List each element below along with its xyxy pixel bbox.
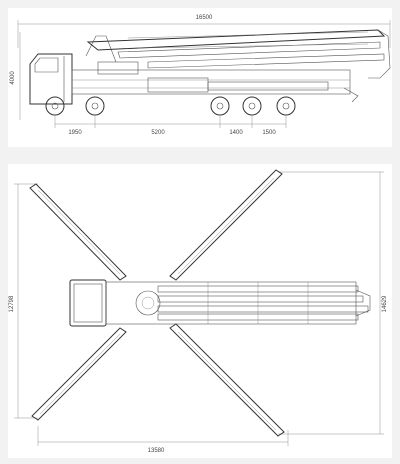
boom-section-top-3 (157, 305, 369, 313)
boom-tip-top (355, 289, 371, 317)
right-width-label: 14629 (382, 295, 388, 312)
span-height-label: 12798 (9, 295, 15, 312)
axle-spacing-1: 1950 (68, 130, 82, 136)
cab-window (34, 57, 59, 73)
truck-body-top (105, 281, 357, 325)
wheel-second (85, 96, 105, 116)
axle-spacing-2: 5200 (151, 130, 165, 136)
span-length-label: 13580 (148, 448, 165, 454)
outrigger-rear-left (31, 327, 127, 421)
folded-boom-lower (147, 53, 385, 69)
wheel-third (210, 96, 230, 116)
boom-tip (368, 29, 391, 79)
truck-cab-top (69, 279, 107, 327)
wheel-fifth (276, 96, 296, 116)
outrigger-front-left (29, 183, 127, 281)
folded-boom-top (86, 29, 386, 51)
boom-turret-top (135, 290, 161, 316)
side-view-panel: 16500 4000 (8, 8, 392, 147)
truck-cab (29, 53, 73, 105)
boom-turret (97, 61, 139, 75)
top-view-panel: 12798 14629 13580 (8, 164, 392, 458)
axle-spacing-3: 1400 (229, 130, 243, 136)
wheel-fourth (242, 96, 262, 116)
boom-section-top-2 (157, 295, 364, 303)
top-view-drawing: 12798 14629 13580 (9, 169, 388, 454)
truck-chassis (71, 69, 351, 95)
side-view-drawing: 16500 4000 (10, 15, 391, 136)
outrigger-front-right (169, 169, 283, 281)
rear-hopper (343, 87, 359, 103)
overall-height-label: 4000 (10, 71, 16, 85)
overall-length-label: 16500 (196, 15, 213, 21)
wheel-front (45, 96, 65, 116)
outrigger-rear-right (169, 323, 285, 437)
axle-spacing-4: 1500 (262, 130, 276, 136)
